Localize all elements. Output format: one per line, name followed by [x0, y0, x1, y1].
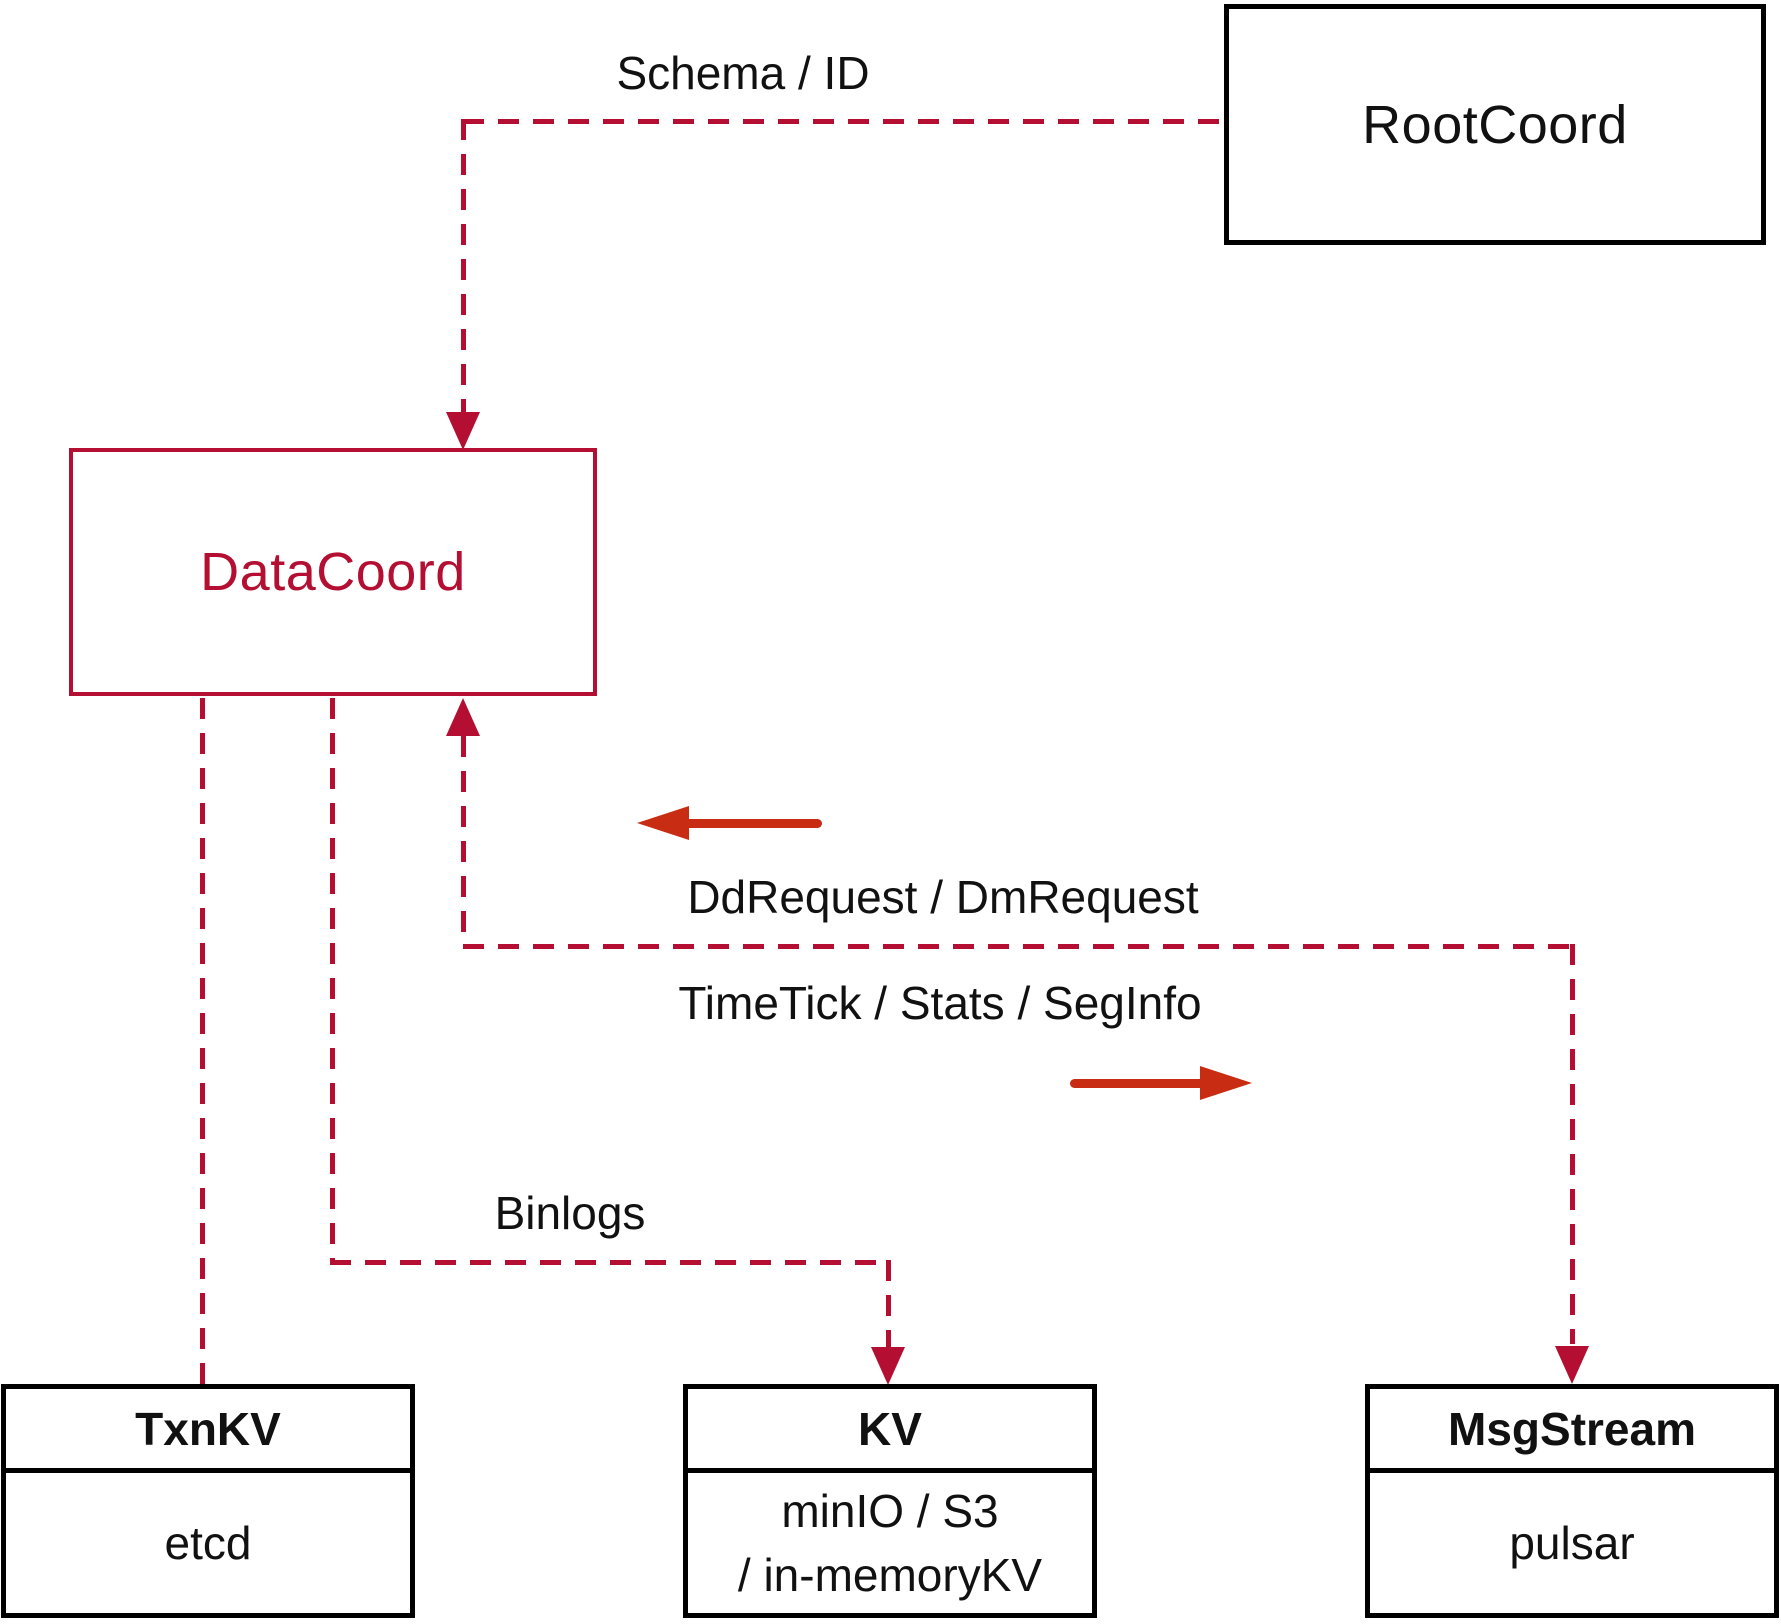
edge-rootcoord-datacoord-hline — [463, 119, 1226, 124]
arrow-right-icon — [1200, 1066, 1252, 1100]
arrow-right-shaft — [1070, 1079, 1210, 1088]
edge-label-dd-dm-request: DdRequest / DmRequest — [687, 871, 1199, 923]
edge-datacoord-kv-vline1 — [330, 698, 335, 1262]
arrow-left-shaft — [678, 819, 822, 828]
edge-datacoord-txnkv-vline — [200, 698, 205, 1385]
kv-title: KV — [688, 1389, 1092, 1473]
kv-node: KV minIO / S3 / in-memoryKV — [683, 1384, 1097, 1618]
kv-body-line1: minIO / S3 — [781, 1485, 999, 1537]
arrowhead-down-icon — [871, 1347, 905, 1385]
arrowhead-down-icon — [1555, 1346, 1589, 1384]
txnkv-title: TxnKV — [6, 1389, 410, 1473]
kv-body-line2: / in-memoryKV — [737, 1549, 1043, 1601]
txnkv-body: etcd — [164, 1517, 252, 1569]
edge-datacoord-msgstream-vline — [1570, 944, 1575, 1344]
edge-label-binlogs: Binlogs — [494, 1187, 646, 1239]
txnkv-node: TxnKV etcd — [1, 1384, 415, 1618]
edge-rootcoord-datacoord-vline — [461, 119, 466, 413]
arrowhead-up-icon — [446, 698, 480, 736]
kv-body: minIO / S3 / in-memoryKV — [688, 1473, 1092, 1613]
msgstream-node: MsgStream pulsar — [1365, 1384, 1779, 1618]
edge-msgstream-datacoord-hline — [463, 944, 1572, 949]
edge-label-timetick-stats-seginfo: TimeTick / Stats / SegInfo — [678, 977, 1202, 1029]
arrowhead-down-icon — [446, 412, 480, 450]
datacoord-node: DataCoord — [69, 448, 597, 696]
datacoord-label: DataCoord — [200, 542, 466, 602]
edge-msgstream-datacoord-vline — [461, 736, 466, 946]
edge-datacoord-kv-hline — [330, 1260, 888, 1265]
edge-label-schema-id: Schema / ID — [616, 47, 870, 99]
msgstream-body: pulsar — [1509, 1517, 1635, 1569]
rootcoord-label: RootCoord — [1362, 94, 1628, 155]
edge-datacoord-kv-vline2 — [886, 1260, 891, 1347]
msgstream-title: MsgStream — [1370, 1389, 1774, 1473]
rootcoord-node: RootCoord — [1224, 4, 1766, 245]
